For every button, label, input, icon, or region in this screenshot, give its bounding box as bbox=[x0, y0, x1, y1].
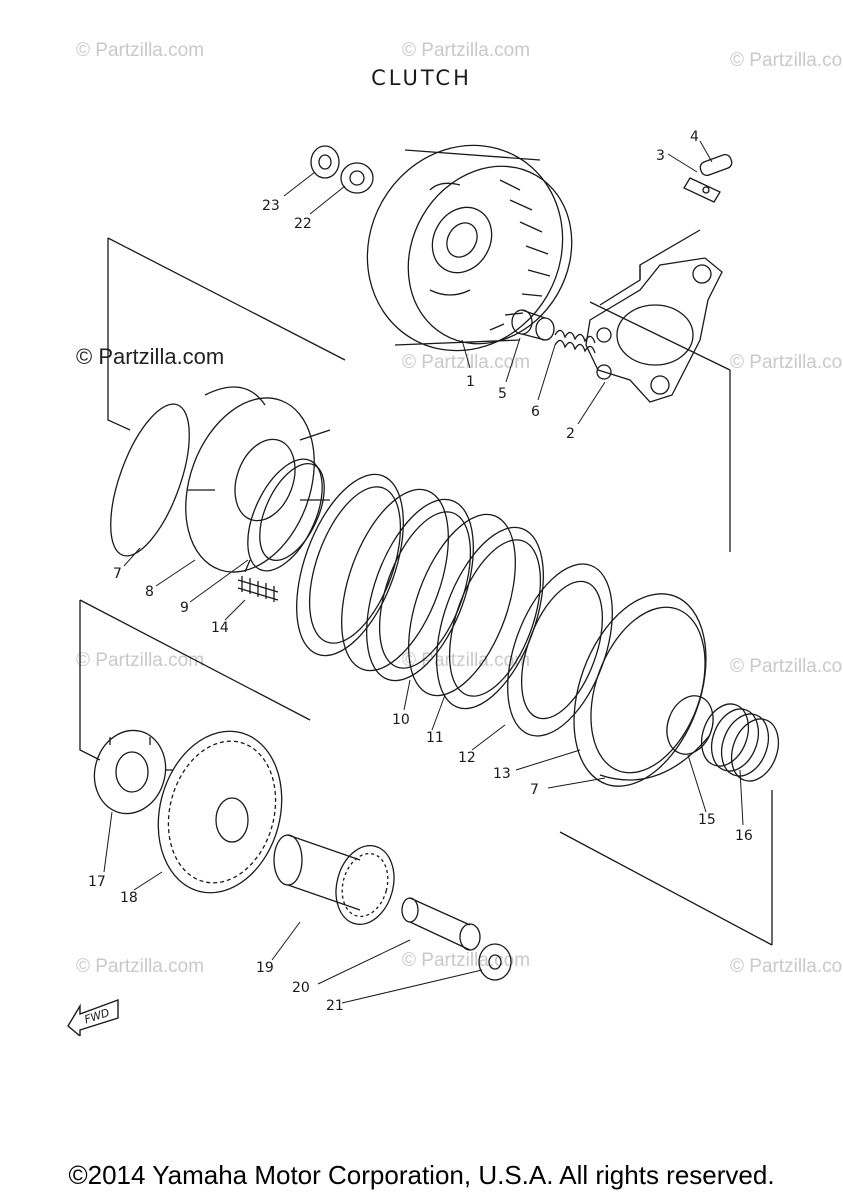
castle-nut bbox=[93, 729, 173, 815]
copyright-notice: ©2014 Yamaha Motor Corporation, U.S.A. A… bbox=[68, 1160, 775, 1190]
small-spring bbox=[554, 329, 596, 354]
callout: 11 bbox=[426, 730, 444, 746]
leader-lines bbox=[103, 140, 744, 1004]
callout: 7 bbox=[530, 782, 539, 798]
callout: 1 bbox=[466, 374, 475, 390]
callout: 12 bbox=[458, 750, 476, 766]
watermark: © Partzilla.com bbox=[402, 40, 531, 61]
clutch-spring bbox=[700, 703, 780, 782]
pin-clip bbox=[683, 153, 733, 203]
diagram-title: CLUTCH bbox=[371, 66, 472, 90]
callout: 6 bbox=[531, 404, 540, 420]
callout: 20 bbox=[292, 980, 310, 996]
forward-arrow-icon: FWD bbox=[67, 998, 119, 1036]
spring-seat bbox=[666, 695, 714, 755]
callout: 16 bbox=[735, 828, 753, 844]
damper-spring bbox=[237, 576, 279, 602]
thrust-washer bbox=[478, 943, 512, 981]
push-rod bbox=[401, 897, 481, 951]
watermark: © Partzilla.com bbox=[76, 650, 205, 671]
callout-labels: 1 2 3 4 5 6 7 8 9 10 11 12 13 7 14 15 16… bbox=[88, 129, 753, 1014]
callout: 23 bbox=[262, 198, 280, 214]
callout: 18 bbox=[120, 890, 138, 906]
fwd-label: FWD bbox=[83, 1006, 111, 1026]
primary-gear bbox=[157, 730, 283, 894]
circlip-ring bbox=[110, 386, 266, 557]
callout: 7 bbox=[113, 566, 122, 582]
callout: 17 bbox=[88, 874, 106, 890]
callout: 4 bbox=[690, 129, 699, 145]
callout: 19 bbox=[256, 960, 274, 976]
callout: 10 bbox=[392, 712, 410, 728]
watermark: © Partzilla.com bbox=[76, 956, 205, 977]
callout: 2 bbox=[566, 426, 575, 442]
watermark: © Partzilla.com bbox=[730, 352, 843, 373]
callout: 8 bbox=[145, 584, 154, 600]
boss-ring bbox=[247, 458, 325, 572]
watermark: © Partzilla.com bbox=[730, 50, 843, 71]
callout: 22 bbox=[294, 216, 312, 232]
watermark: © Partzilla.com bbox=[730, 956, 843, 977]
clutch-boss bbox=[185, 397, 331, 573]
friction-plates bbox=[296, 473, 613, 737]
watermark: © Partzilla.com bbox=[76, 40, 205, 61]
callout: 15 bbox=[698, 812, 716, 828]
callout: 5 bbox=[498, 386, 507, 402]
lower-frame bbox=[79, 599, 773, 946]
nut-washer bbox=[310, 145, 374, 194]
bushing bbox=[511, 309, 555, 341]
callout: 9 bbox=[180, 600, 189, 616]
callout: 21 bbox=[326, 998, 344, 1014]
callout: 14 bbox=[211, 620, 229, 636]
watermark: © Partzilla.com bbox=[402, 352, 531, 373]
clutch-housing bbox=[366, 144, 573, 352]
watermark: © Partzilla.com bbox=[730, 656, 843, 677]
bracket-plate bbox=[585, 257, 723, 403]
upper-frame bbox=[107, 229, 731, 552]
pressure-plate bbox=[573, 593, 711, 787]
spline-gear bbox=[273, 834, 395, 925]
callout: 13 bbox=[493, 766, 511, 782]
callout: 3 bbox=[656, 148, 665, 164]
watermark: © Partzilla.com bbox=[402, 650, 531, 671]
watermark-primary: © Partzilla.com bbox=[76, 344, 225, 369]
